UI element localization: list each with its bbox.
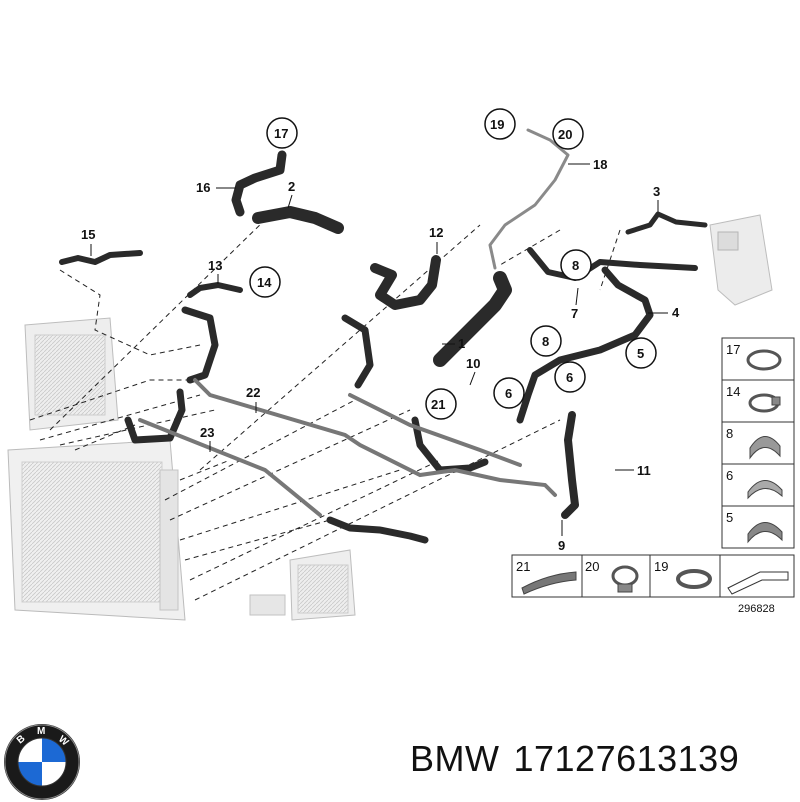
callout-10: 10 (466, 356, 480, 371)
legend-right-column: 17 14 8 6 5 (721, 337, 795, 549)
svg-text:14: 14 (257, 275, 272, 290)
circled-callout-6a (554, 361, 586, 393)
front-arrow-icon (727, 571, 789, 595)
callout-22: 22 (246, 385, 260, 400)
expansion-tank (709, 214, 773, 306)
clamp-19-icon (676, 569, 712, 589)
svg-text:19: 19 (490, 117, 504, 132)
svg-text:5: 5 (637, 346, 644, 361)
circled-callout-21 (425, 388, 457, 420)
callout-3: 3 (653, 184, 660, 199)
reference-number: 296828 (738, 603, 775, 615)
circled-callout-6b (493, 377, 525, 409)
callout-18: 18 (593, 157, 607, 172)
brand-label: BMW (410, 738, 500, 779)
callout-13: 13 (208, 258, 222, 273)
legend-6: 6 (726, 468, 733, 483)
svg-text:6: 6 (566, 370, 573, 385)
radiator-main (7, 439, 186, 621)
callout-4: 4 (672, 305, 680, 320)
legend-5: 5 (726, 510, 733, 525)
callout-7: 7 (571, 306, 578, 321)
circled-callout-8a (560, 249, 592, 281)
circled-callout-14 (249, 266, 281, 298)
circled-callout-19 (484, 108, 516, 140)
circled-callout-labels: 17 14 19 20 8 8 5 6 6 21 (257, 117, 644, 412)
callouts: 1 2 3 4 7 9 10 11 12 13 15 16 18 22 23 (81, 157, 680, 553)
legend-14: 14 (726, 384, 740, 399)
circled-callouts (249, 108, 657, 420)
svg-text:8: 8 (572, 258, 579, 273)
bracket-21-icon (521, 571, 577, 595)
legend-17: 17 (726, 342, 740, 357)
callout-15: 15 (81, 227, 95, 242)
bmw-logo: B M W (4, 724, 80, 800)
legend-19: 19 (654, 559, 668, 574)
legend-bottom-row: 21 20 19 296828 (511, 554, 795, 615)
callout-16: 16 (196, 180, 210, 195)
clamp-8-icon (749, 436, 781, 460)
hoses (59, 128, 708, 544)
circled-callout-8b (530, 325, 562, 357)
legend-8: 8 (726, 426, 733, 441)
svg-text:8: 8 (542, 334, 549, 349)
svg-text:17: 17 (274, 126, 288, 141)
circled-callout-5 (625, 337, 657, 369)
leader-lines (29, 214, 621, 601)
radiator-rear (24, 317, 119, 431)
part-number-footer: BMW 17127613139 (410, 738, 753, 780)
part-number: 17127613139 (513, 738, 740, 779)
circled-callout-17 (266, 117, 298, 149)
callout-11: 11 (637, 463, 651, 478)
clamp-5-icon (747, 522, 783, 544)
svg-text:6: 6 (505, 386, 512, 401)
callout-1: 1 (458, 336, 465, 351)
callout-12: 12 (429, 225, 443, 240)
clamp-6-icon (747, 480, 783, 500)
svg-text:20: 20 (558, 127, 572, 142)
callout-9: 9 (558, 538, 565, 553)
callout-2: 2 (288, 179, 295, 194)
legend-20: 20 (585, 559, 599, 574)
svg-text:21: 21 (431, 397, 445, 412)
svg-text:M: M (37, 726, 45, 737)
legend-21: 21 (516, 559, 530, 574)
clamp-17-icon (746, 349, 782, 371)
callout-23: 23 (200, 425, 214, 440)
auxiliary-radiator (249, 549, 356, 621)
pipes (138, 378, 557, 517)
circled-callout-20 (552, 118, 584, 150)
